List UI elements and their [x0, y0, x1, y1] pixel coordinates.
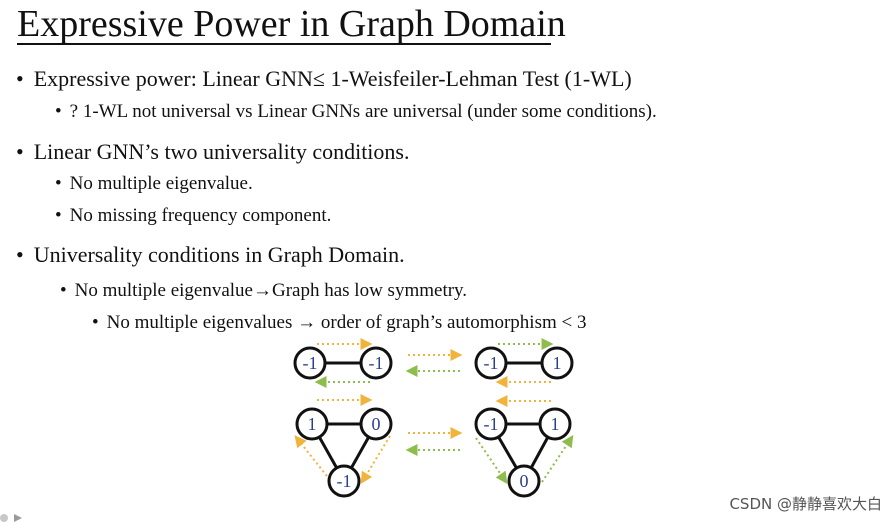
bullet-text: No missing frequency component.: [69, 205, 332, 226]
graph-node: [538, 407, 572, 441]
bullet-mark: •: [60, 280, 67, 301]
bullet-mark: •: [92, 312, 99, 333]
csdn-watermark: CSDN @静静喜欢大白: [729, 495, 882, 513]
node-label: -1: [303, 353, 318, 373]
bullet-expressive-power: • Expressive power: Linear GNN≤ 1-Weisfei…: [16, 66, 632, 92]
node-label: -1: [369, 353, 384, 373]
bullet-text: Linear GNN’s two universality conditions…: [33, 139, 410, 164]
graph-node: [507, 464, 541, 498]
node-label: 1: [551, 414, 560, 434]
bullet-mark: •: [16, 242, 24, 267]
graph-node: [359, 346, 393, 380]
triangle-graph-left: 1 0 -1: [294, 394, 393, 498]
sub-sub-bullet-automorphism: • No multiple eigenvalues → order of grap…: [92, 312, 586, 334]
graph-node: [295, 407, 329, 441]
bullet-text: No multiple eigenvalues → order of graph…: [106, 312, 587, 333]
graph-node: [540, 346, 574, 380]
bullet-mark: •: [55, 205, 62, 226]
title-underline: [17, 43, 551, 45]
bullet-universality-conditions: • Linear GNN’s two universality condition…: [16, 139, 409, 165]
edge-graph-left: -1 -1: [293, 338, 393, 388]
slide-title: Expressive Power in Graph Domain: [17, 3, 566, 45]
graph-node: [474, 346, 508, 380]
bullet-mark: •: [16, 66, 24, 91]
node-label: 1: [308, 414, 317, 434]
rotation-arrow: [541, 435, 574, 483]
node-label: -1: [337, 471, 352, 491]
rotation-arrow: [360, 435, 391, 485]
graph-node: [293, 346, 327, 380]
bullet-text: No multiple eigenvalue.: [69, 173, 253, 194]
sub-bullet-1wl-universal: • ? 1-WL not universal vs Linear GNNs are…: [55, 101, 657, 123]
node-label: 0: [520, 471, 529, 491]
node-label: 1: [553, 353, 562, 373]
bullet-mark: •: [55, 173, 62, 194]
graph-node: [474, 407, 508, 441]
sub-bullet-low-symmetry: • No multiple eigenvalue→Graph has low sy…: [60, 280, 467, 302]
graph-node: [327, 464, 361, 498]
bullet-mark: •: [55, 101, 62, 122]
sub-bullet-no-missing-frequency: • No missing frequency component.: [55, 205, 331, 227]
playback-icon[interactable]: [0, 510, 26, 522]
node-label: 0: [372, 414, 381, 434]
rotation-arrow: [475, 437, 508, 484]
node-label: -1: [484, 353, 499, 373]
bullet-mark: •: [16, 139, 24, 164]
edge-graph-right: -1 1: [474, 338, 574, 388]
sub-bullet-no-multiple-eigenvalue: • No multiple eigenvalue.: [55, 173, 253, 195]
node-label: -1: [484, 414, 499, 434]
bullet-text: No multiple eigenvalue→Graph has low sym…: [74, 280, 468, 301]
bullet-graph-domain: • Universality conditions in Graph Domain…: [16, 242, 405, 268]
bullet-text: Universality conditions in Graph Domain.: [33, 242, 405, 267]
rotation-arrow: [294, 435, 331, 481]
triangle-graph-right: -1 1 0: [474, 395, 574, 498]
graph-node: [359, 407, 393, 441]
bullet-text: ? 1-WL not universal vs Linear GNNs are …: [69, 101, 657, 122]
bullet-text: Expressive power: Linear GNN≤ 1-Weisfeil…: [33, 66, 632, 91]
